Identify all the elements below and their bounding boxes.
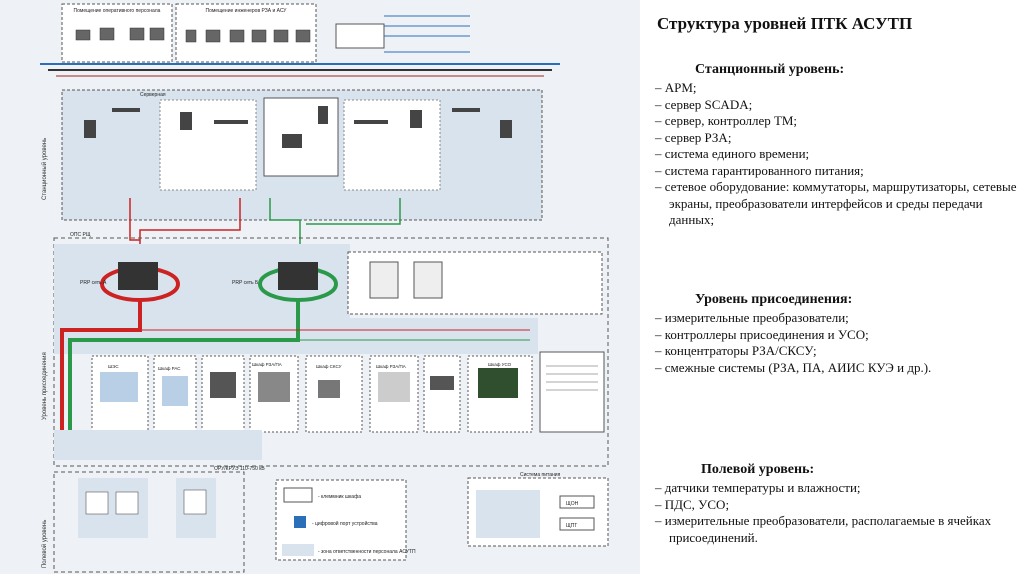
legend-terminal: - клеммник шкафа: [318, 494, 361, 500]
cabinet-label: Шкаф РЗА/ПА: [252, 362, 282, 367]
station-level-label: Станционный уровень: [41, 138, 48, 200]
border-gateway: [335, 23, 385, 49]
prp-a-label: PRP сеть А: [80, 280, 107, 286]
operator-room-label: Помещение оперативного персонала: [74, 8, 161, 14]
page-title: Структура уровней ПТК АСУТП: [657, 14, 913, 33]
power-unit-label: ЩОН: [566, 501, 579, 507]
list-item: смежные системы (РЗА, ПА, АИИС КУЭ и др.…: [655, 360, 1020, 377]
list-item: система гарантированного питания;: [655, 163, 1020, 180]
opc-label: ОПС РЩ: [70, 232, 91, 238]
power-system-label: Система питания: [520, 472, 561, 478]
field-box: [53, 471, 245, 573]
rza-room-label: Помещение инженеров РЗА и АСУ: [206, 8, 288, 14]
prp-b-label: PRP сеть Б: [232, 280, 259, 286]
bay-drop-lines: [62, 329, 530, 341]
cabinet-box: [423, 355, 461, 433]
station-bus-lines: [40, 63, 560, 77]
list-item: измерительные преобразователи;: [655, 310, 1020, 327]
bay-level-section: Уровень присоединения: измерительные пре…: [655, 292, 1020, 376]
bay-level-heading: Уровень присоединения:: [695, 292, 853, 307]
list-item: сервер SCADA;: [655, 97, 1020, 114]
list-item: измерительные преобразователи, располага…: [655, 513, 1020, 546]
bay-cabinets: [91, 355, 533, 433]
server-room-label: Серверная: [140, 92, 166, 98]
list-item: контроллеры присоединения и УСО;: [655, 327, 1020, 344]
field-level-section: Полевой уровень: датчики температуры и в…: [655, 462, 1020, 546]
legend-port: - цифровой порт устройства: [312, 520, 378, 527]
cabinet-label: ШЭС: [108, 364, 119, 369]
cabinet-label: Шкаф СКСУ: [316, 364, 342, 369]
external-links: [384, 15, 470, 53]
list-item: АРМ;: [655, 80, 1020, 97]
list-item: ПДС, УСО;: [655, 497, 1020, 514]
list-item: концентраторы РЗА/СКСУ;: [655, 343, 1020, 360]
station-level-list: АРМ; сервер SCADA; сервер, контроллер ТМ…: [655, 80, 1020, 229]
field-level-label: Полевой уровень: [41, 520, 48, 568]
station-level-heading: Станционный уровень:: [695, 62, 845, 77]
list-item: сервер, контроллер ТМ;: [655, 113, 1020, 130]
station-level-section: Станционный уровень: АРМ; сервер SCADA; …: [655, 62, 1020, 229]
workstation-icons: [75, 27, 311, 43]
rza-room-box: [175, 3, 317, 63]
list-item: сервер РЗА;: [655, 130, 1020, 147]
network-structure-diagram: Помещение оперативного персонала Помещен…: [0, 0, 640, 574]
server-icons: [84, 106, 512, 148]
bay-level-list: измерительные преобразователи; контролле…: [655, 310, 1020, 376]
power-unit-label: ЩПТ: [566, 523, 577, 529]
description-panel: Структура уровней ПТК АСУТП Станционный …: [655, 10, 1020, 545]
cabinet-label: Шкаф РЗА/ПА: [376, 364, 406, 369]
legend-zone: - зона ответственности персонала АСУТП: [318, 549, 416, 555]
cabinet-label: Шкаф УСО: [488, 362, 512, 367]
list-item: сетевое оборудование: коммутаторы, маршр…: [655, 179, 1020, 229]
list-item: датчики температуры и влажности;: [655, 480, 1020, 497]
oru-label: ОРУ/КРУЭ 110-750 кВ: [214, 466, 265, 472]
field-level-heading: Полевой уровень:: [701, 462, 815, 477]
field-level-list: датчики температуры и влажности; ПДС, УС…: [655, 480, 1020, 546]
list-item: система единого времени;: [655, 146, 1020, 163]
cabinet-label: Шкаф РАС: [158, 366, 181, 371]
bay-level-label: Уровень присоединения: [42, 352, 48, 420]
